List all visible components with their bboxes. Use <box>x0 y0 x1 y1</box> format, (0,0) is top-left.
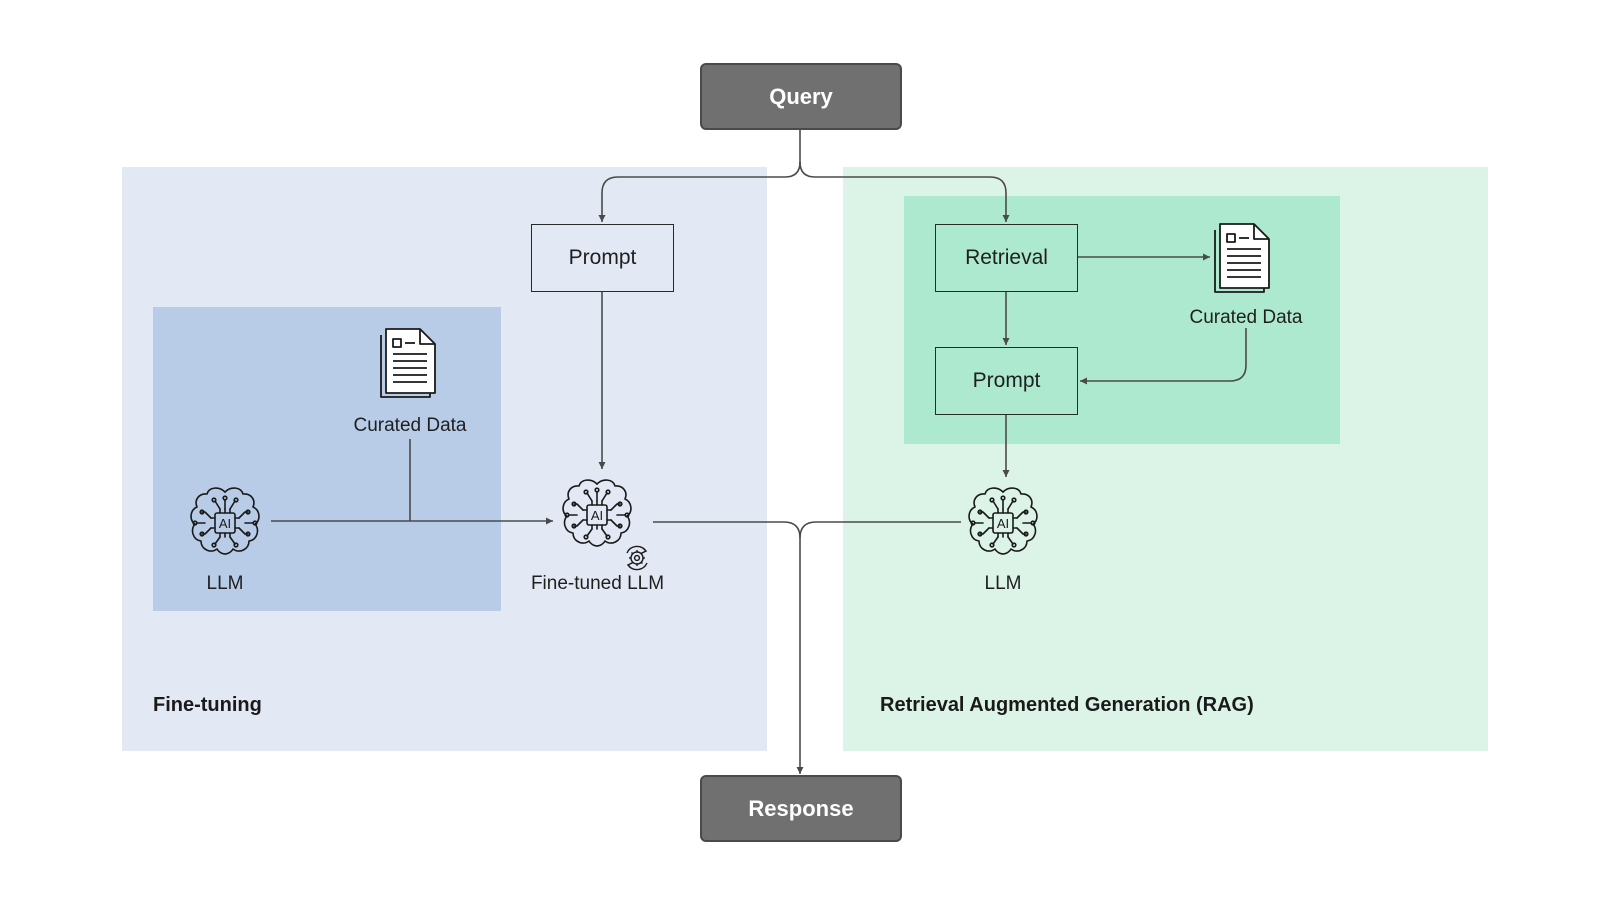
rag-retrieval-node: Retrieval <box>935 224 1078 292</box>
query-node: Query <box>700 63 902 130</box>
curated-data-to-rag-prompt-line <box>1080 328 1247 385</box>
document-icon <box>1212 222 1274 294</box>
rag-section-title: Retrieval Augmented Generation (RAG) <box>880 694 1254 716</box>
rag-llm-to-response-line <box>799 521 961 539</box>
svg-text:AI: AI <box>997 516 1009 531</box>
ai-brain-icon: AI <box>557 474 637 554</box>
ai-brain-icon: AI <box>185 482 265 562</box>
query-to-ft-prompt-line <box>598 130 801 222</box>
ft-curated-data-label: Curated Data <box>353 415 467 436</box>
fine-tuning-section-title: Fine-tuning <box>153 694 262 716</box>
ft-llm-label: LLM <box>206 573 244 594</box>
ft-tuned-llm-label: Fine-tuned LLM <box>530 573 665 594</box>
svg-text:AI: AI <box>591 508 603 523</box>
gear-refresh-icon <box>622 543 652 573</box>
rag-prompt-node: Prompt <box>935 347 1078 415</box>
ft-prompt-node: Prompt <box>531 224 674 292</box>
tuned-llm-to-response-line <box>653 521 804 774</box>
rag-llm-label: LLM <box>984 573 1022 594</box>
svg-text:AI: AI <box>219 516 231 531</box>
fine-tuning-training-area <box>153 307 501 611</box>
response-node: Response <box>700 775 902 842</box>
query-to-retrieval-line <box>799 161 1010 222</box>
ai-brain-icon: AI <box>963 482 1043 562</box>
document-icon <box>378 327 440 399</box>
rag-curated-data-label: Curated Data <box>1189 307 1303 328</box>
